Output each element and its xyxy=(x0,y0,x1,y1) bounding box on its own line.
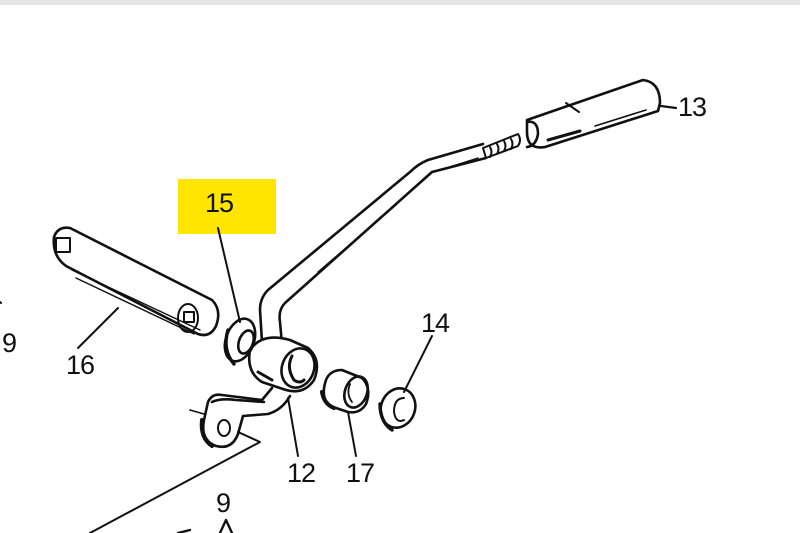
callout-14: 14 xyxy=(421,308,450,338)
retaining-ring-14 xyxy=(378,387,417,432)
lever-bracket xyxy=(189,386,292,449)
lever-knob-13 xyxy=(525,78,678,149)
callout-17: 17 xyxy=(346,458,375,488)
left-edge-fragment xyxy=(0,301,2,304)
washer-15 xyxy=(223,317,257,366)
callout-9-left: 9 xyxy=(2,328,17,358)
bottom-fragments xyxy=(176,518,234,533)
lever-hub-12 xyxy=(247,336,319,393)
callout-15: 15 xyxy=(205,188,234,218)
callout-16: 16 xyxy=(66,350,95,380)
callout-13: 13 xyxy=(678,92,707,122)
callout-highlight-15 xyxy=(178,179,276,234)
bushing-17 xyxy=(320,368,370,414)
callout-12: 12 xyxy=(287,458,316,488)
lever-rod xyxy=(258,142,488,346)
threaded-end xyxy=(482,133,521,159)
callout-9-bottom: 9 xyxy=(216,488,231,518)
pivot-pin-16 xyxy=(52,226,220,337)
top-bar xyxy=(0,0,800,5)
leader-lines xyxy=(77,227,433,533)
